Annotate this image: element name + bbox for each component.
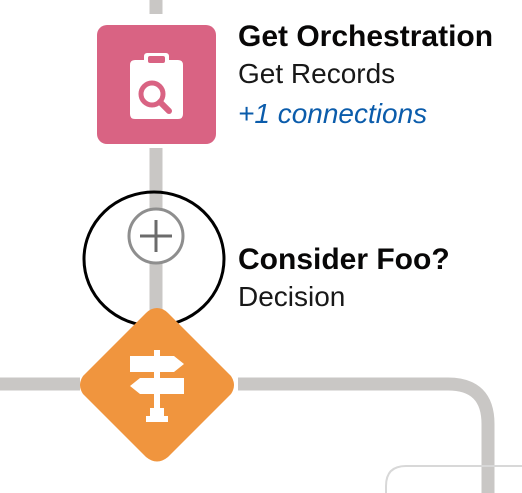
add-circle-icon (127, 207, 185, 265)
get-records-tile (97, 25, 216, 144)
get-records-label: Get Orchestration Get Records +1 connect… (238, 20, 493, 134)
decision-node[interactable] (74, 304, 240, 466)
decision-title: Consider Foo? (238, 243, 450, 276)
add-element-button[interactable] (126, 206, 186, 266)
get-records-node[interactable] (97, 25, 216, 144)
decision-label: Consider Foo? Decision (238, 243, 450, 317)
get-records-type: Get Records (238, 58, 396, 89)
clipboard-search-icon (130, 53, 183, 119)
decision-type: Decision (238, 281, 346, 312)
decision-tile (80, 308, 234, 462)
signpost-icon (130, 350, 184, 422)
connector-right-branch (238, 377, 495, 493)
get-records-title: Get Orchestration (238, 20, 494, 53)
connections-link[interactable]: +1 connections (238, 98, 428, 129)
next-element-edge (385, 465, 522, 493)
